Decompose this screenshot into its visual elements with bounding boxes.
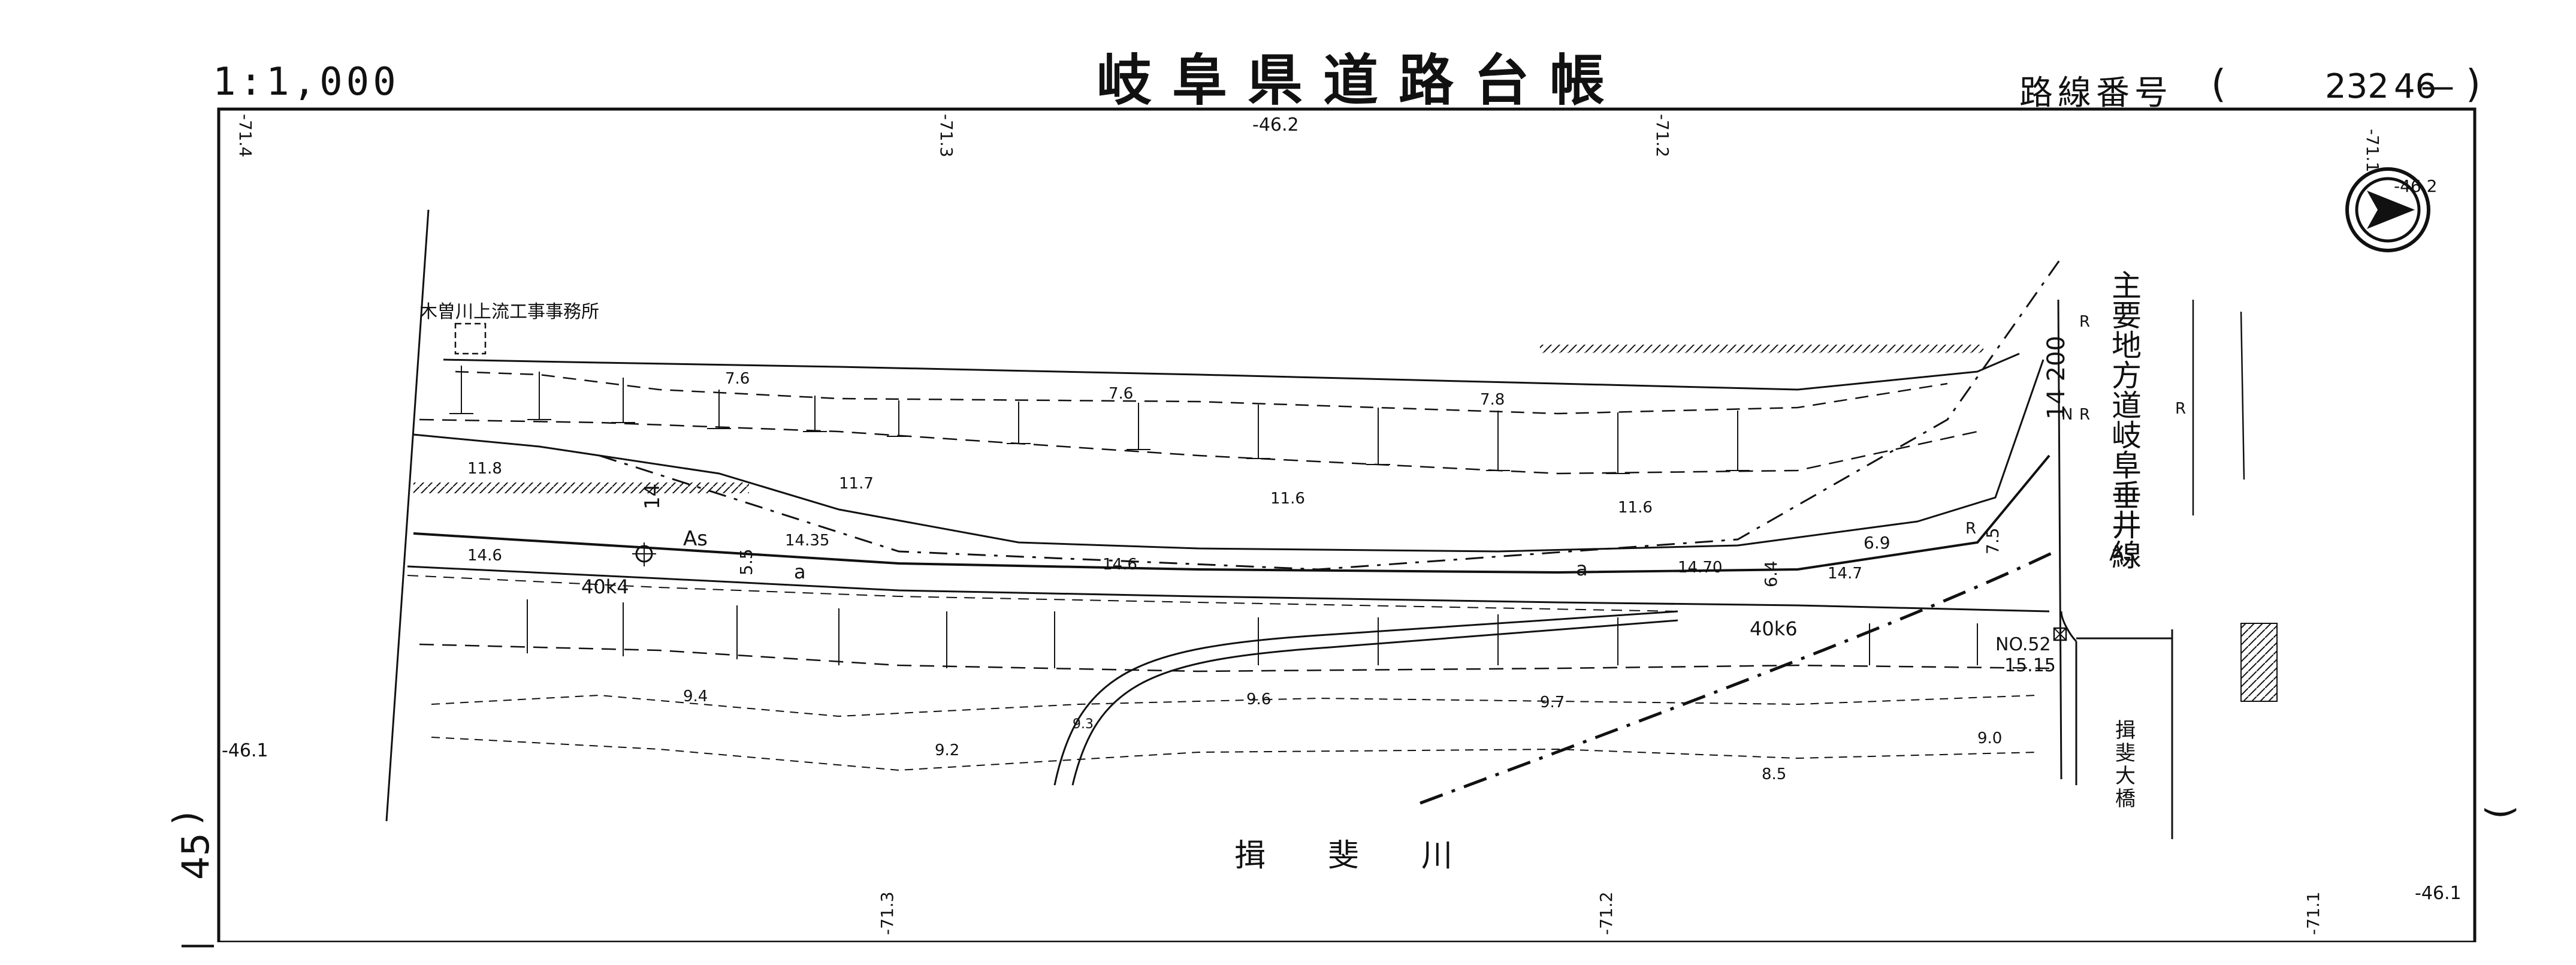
bridge-label-2: 斐	[2115, 741, 2136, 765]
elev-14-35: 14.35	[785, 532, 829, 550]
road-map: 木曽川上流工事事務所 主要地方道 岐阜垂井線 As As 揖 斐 川 揖 斐 大…	[217, 107, 2477, 942]
road-name-2: 岐阜垂井線	[2107, 420, 2142, 569]
road-surface: As	[2109, 541, 2135, 566]
road-edge-lower	[407, 565, 2050, 613]
grid-right-top: -46.2	[2394, 176, 2437, 196]
parcel-lines-2	[431, 737, 2038, 771]
parcel-lines	[431, 694, 2038, 717]
width-14-200: 14 200	[2043, 336, 2070, 420]
width-14: 14	[641, 484, 665, 509]
hatched-slope-top	[1540, 345, 1983, 353]
berm-dashed-line	[419, 418, 1978, 475]
grid-bx-2: -71.2	[1596, 892, 1616, 935]
elev-7-8: 7.8	[1480, 391, 1505, 409]
station-40k6: 40k6	[1750, 617, 1798, 640]
grid-x-3: -71.2	[1653, 114, 1672, 157]
mark-r-3: R	[2175, 400, 2186, 418]
north-arrow-icon	[2345, 167, 2430, 252]
elev-11-6-a: 11.6	[1270, 490, 1305, 508]
width-6-9: 6.9	[1864, 533, 1891, 553]
elev-7-6-a: 7.6	[725, 370, 750, 388]
station-40k4: 40k4	[581, 575, 629, 598]
width-7-5: 7.5	[1983, 527, 2003, 554]
elev-8-5: 8.5	[1762, 765, 1786, 783]
route-paren-close: )	[2466, 62, 2481, 107]
route-number-dash: —	[2421, 67, 2454, 106]
map-frame	[217, 107, 2477, 942]
elev-14-6-b: 14.6	[1103, 556, 1137, 574]
lower-dashed-line	[419, 643, 2050, 673]
grid-top: -46.2	[1252, 114, 1299, 135]
levee-top-line	[443, 352, 2020, 391]
ramp-curve	[1053, 610, 1678, 786]
route-paren-open: (	[2211, 62, 2226, 107]
grid-x-2: -71.3	[937, 114, 956, 157]
bridge-label-1: 揖	[2115, 719, 2136, 743]
width-6-4: 6.4	[1761, 560, 1781, 587]
bridge-grid	[2240, 623, 2278, 702]
sheet-paren: )	[165, 811, 208, 825]
elev-11-8: 11.8	[467, 460, 502, 478]
grid-x-1: -71.4	[235, 114, 255, 157]
road-center-line	[413, 454, 2050, 574]
lane-a-2: a	[1576, 557, 1588, 580]
office-label: 木曽川上流工事事務所	[419, 301, 599, 322]
elev-7-6-b: 7.6	[1109, 385, 1133, 403]
benchmark-value: 15.15	[2004, 655, 2056, 676]
mark-r-4: R	[1965, 520, 1976, 538]
road-edge-lower-2	[407, 575, 1678, 612]
hatched-slope-left	[413, 482, 749, 493]
river-label: 揖 斐 川	[1234, 838, 1452, 874]
road-name-1: 主要地方道	[2107, 270, 2142, 420]
grid-bx-1: -71.3	[877, 892, 897, 935]
elev-11-7: 11.7	[839, 475, 874, 493]
grid-bx-3: -71.1	[2303, 892, 2323, 935]
grid-right-bottom: -46.1	[2415, 883, 2462, 904]
elev-9-2: 9.2	[935, 741, 959, 759]
elev-14-6-a: 14.6	[467, 547, 502, 565]
elev-14-70: 14.70	[1678, 559, 1722, 577]
boundary-dash-dot-2	[599, 257, 2062, 571]
scale-text: 1:1,000	[213, 60, 400, 104]
lane-a-1: a	[794, 560, 806, 583]
right-paren: (	[2478, 805, 2521, 819]
slope-ticks	[449, 366, 1978, 668]
road-surface-left: As	[683, 527, 708, 551]
road-edge-upper	[413, 359, 2045, 553]
elev-9-7: 9.7	[1540, 693, 1565, 711]
elev-14-7: 14.7	[1828, 565, 1862, 583]
elev-9-6: 9.6	[1246, 690, 1271, 708]
elev-9-3: 9.3	[1073, 717, 1094, 732]
sheet-dash: —	[180, 923, 216, 965]
grid-left: -46.1	[222, 740, 268, 761]
route-number-minor: 46	[2394, 67, 2437, 106]
left-boundary	[385, 209, 430, 822]
ramp-curve-2	[1071, 619, 1678, 786]
mark-r-1: R	[2079, 313, 2090, 331]
bridge-label-4: 橋	[2115, 787, 2136, 811]
benchmark-x2	[2053, 628, 2067, 641]
grid-x-4: -71.1	[2363, 129, 2382, 172]
benchmark-marker	[2053, 627, 2067, 641]
route-number-major: 232	[2325, 67, 2389, 106]
bridge-label-3: 大	[2115, 764, 2136, 788]
levee-toe-dashed	[455, 370, 1948, 415]
width-5-5: 5.5	[736, 548, 756, 575]
elev-9-0: 9.0	[1977, 729, 2002, 747]
benchmark-number: NO.52	[1995, 634, 2051, 655]
mark-r-2: R	[2079, 406, 2090, 424]
boundary-dash-dot	[1420, 550, 2056, 805]
cross-road-left	[2057, 299, 2062, 780]
mark-n: N	[2061, 406, 2073, 424]
page-title: 岐阜県道路台帳	[1097, 49, 1626, 113]
elev-9-4: 9.4	[683, 687, 708, 705]
office-box	[454, 322, 487, 355]
route-number-label: 路線番号	[2019, 74, 2173, 113]
elev-11-6-b: 11.6	[1618, 499, 1653, 517]
sheet-number: 45	[174, 833, 218, 880]
right-edge-b	[2240, 311, 2245, 480]
